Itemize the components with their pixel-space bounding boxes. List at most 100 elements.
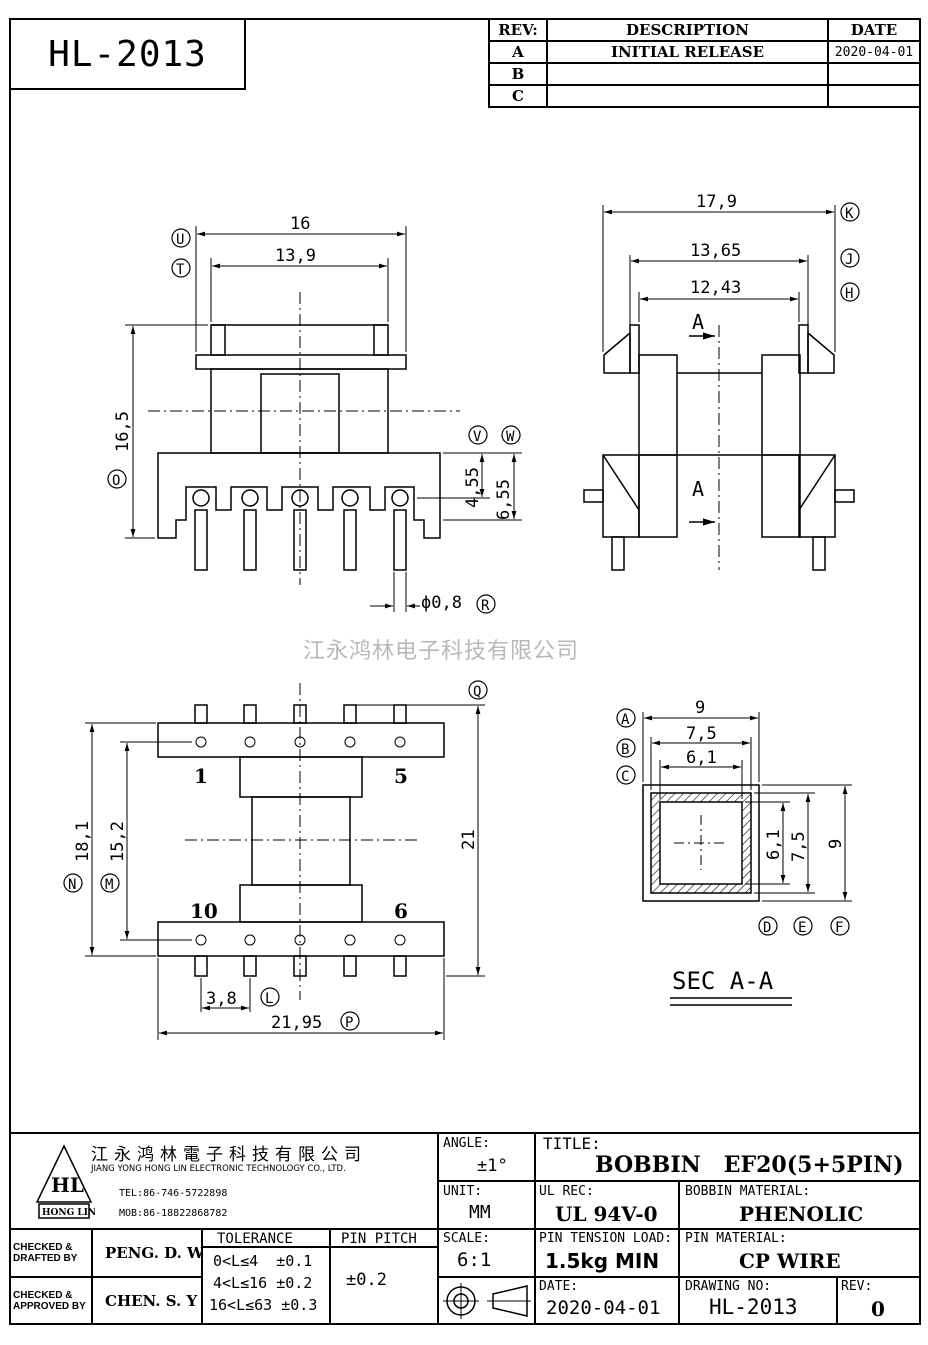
dim-16: 16 xyxy=(290,214,310,234)
section-mark-top: A xyxy=(692,310,704,334)
pin-holes xyxy=(192,489,409,507)
date-value: 2020-04-01 xyxy=(546,1297,661,1319)
date-label: DATE: xyxy=(539,1279,579,1294)
bottom-pins-top xyxy=(194,704,407,724)
dim-21: 21 xyxy=(459,830,479,850)
dim-15-2: 15,2 xyxy=(108,821,128,862)
sec-dim-h-6-1: 6,1 xyxy=(764,829,784,860)
title-block: HL HONG LIN 江永鸿林電子科技有限公司 JIANG YONG HONG… xyxy=(9,1132,921,1325)
sec-dim-h-9: 9 xyxy=(826,839,846,849)
rev-label: REV: xyxy=(841,1279,873,1294)
pin-label-10: 10 xyxy=(190,899,218,923)
pin-label-6: 6 xyxy=(394,899,408,923)
pin xyxy=(393,509,407,571)
bottom-pin-holes xyxy=(195,736,406,946)
ul-label: UL REC: xyxy=(539,1184,594,1199)
front-view: 16 13,9 16,5 4,55 6,55 ϕ0,8 U T O V W R xyxy=(107,214,522,614)
marker-w: W xyxy=(506,429,515,445)
logo-icon: HL HONG LIN xyxy=(35,1144,95,1219)
dim-3-8: 3,8 xyxy=(206,989,237,1009)
sec-dim-7-5: 7,5 xyxy=(686,724,717,744)
tolerance-row-3: 16<L≤63 ±0.3 xyxy=(209,1296,318,1314)
rev-cell: B xyxy=(488,62,548,86)
scale-label: SCALE: xyxy=(443,1231,490,1246)
revision-row: B xyxy=(488,62,921,86)
marker-a: A xyxy=(621,712,630,728)
marker-c: C xyxy=(621,769,629,785)
description-cell xyxy=(546,84,829,108)
dim-pin-dia: ϕ0,8 xyxy=(421,593,462,613)
marker-j: J xyxy=(845,252,853,268)
company-name-cn: 江永鸿林電子科技有限公司 xyxy=(91,1145,367,1165)
dim-12-43: 12,43 xyxy=(690,278,741,298)
pin-hole xyxy=(192,489,210,507)
revision-row: C xyxy=(488,84,921,108)
pin xyxy=(194,509,208,571)
company-mob: MOB:86-18822868782 xyxy=(119,1208,228,1219)
marker-v: V xyxy=(473,429,482,445)
marker-b: B xyxy=(621,742,629,758)
section-mark-bottom: A xyxy=(692,477,704,501)
flange-left-top xyxy=(603,331,631,374)
pin-pitch-label: PIN PITCH xyxy=(341,1231,417,1247)
description-cell: INITIAL RELEASE xyxy=(546,40,829,64)
dim-13-9: 13,9 xyxy=(275,246,316,266)
sec-dim-h-7-5: 7,5 xyxy=(789,831,809,862)
drawing-number-box: HL-2013 xyxy=(9,18,246,90)
pin xyxy=(343,509,357,571)
unit-label: UNIT: xyxy=(443,1184,483,1199)
marker-f: F xyxy=(835,920,843,936)
top-flange-tab-right xyxy=(373,324,389,356)
marker-r: R xyxy=(481,598,490,614)
dim-4-55: 4,55 xyxy=(463,467,483,508)
flange-right-top xyxy=(807,331,835,374)
pin-tension-label: PIN TENSION LOAD: xyxy=(539,1231,673,1246)
dim-13-65: 13,65 xyxy=(690,241,741,261)
pin-hole xyxy=(341,489,359,507)
tolerance-row-1: 0<L≤4 ±0.1 xyxy=(213,1252,313,1270)
bottom-markers: Q N M L P xyxy=(63,680,488,1031)
watermark: 江永鸿林电子科技有限公司 xyxy=(303,639,580,664)
front-markers: U T O V W R xyxy=(107,228,521,614)
pin-label-1: 1 xyxy=(194,764,208,788)
marker-n: N xyxy=(68,877,76,893)
approved-label: CHECKED & APPROVED BY xyxy=(13,1290,86,1312)
company-name-en: JIANG YONG HONG LIN ELECTRONIC TECHNOLOG… xyxy=(91,1164,346,1174)
marker-k: K xyxy=(845,206,854,222)
date-header: DATE xyxy=(827,18,921,42)
drafted-label: CHECKED & DRAFTED BY xyxy=(13,1242,78,1264)
drawing-no-value: HL-2013 xyxy=(709,1295,798,1319)
revision-header-row: REV: DESCRIPTION DATE xyxy=(488,18,921,42)
logo-sub: HONG LIN xyxy=(42,1208,95,1218)
rev-cell xyxy=(836,1276,921,1325)
marker-o: O xyxy=(112,473,120,489)
title-value: BOBBIN EF20(5+5PIN) xyxy=(595,1152,904,1178)
top-flange xyxy=(195,354,407,370)
revision-row: A INITIAL RELEASE 2020-04-01 xyxy=(488,40,921,64)
top-flange-tab-left xyxy=(210,324,226,356)
pins xyxy=(194,509,407,571)
bottom-pins-bottom xyxy=(194,955,407,977)
bobbin-material-value: PHENOLIC xyxy=(739,1202,864,1226)
pin-tension-value: 1.5kg MIN xyxy=(545,1249,660,1273)
drafted-value: PENG. D. W xyxy=(105,1244,204,1262)
dim-6-55: 6,55 xyxy=(494,479,514,520)
sec-dim-9: 9 xyxy=(695,698,705,718)
pin-hole xyxy=(241,489,259,507)
pin-hole xyxy=(391,489,409,507)
company-logo: HL HONG LIN xyxy=(33,1142,95,1220)
date-cell xyxy=(827,84,921,108)
pin xyxy=(293,509,307,571)
bottom-view: 1 5 10 6 18,1 15,2 21 3,8 21,95 Q N M L … xyxy=(63,680,488,1040)
dim-17-9: 17,9 xyxy=(696,192,737,212)
side-view: A A 17,9 13,65 12,43 K J H xyxy=(583,192,860,571)
section-title: SEC A-A xyxy=(672,967,774,995)
marker-u: U xyxy=(176,232,184,248)
title-label: TITLE: xyxy=(543,1134,601,1153)
pin-label-5: 5 xyxy=(394,764,408,788)
rev-header: REV: xyxy=(488,18,548,42)
marker-t: T xyxy=(176,262,185,278)
description-cell xyxy=(546,62,829,86)
marker-h: H xyxy=(845,286,853,302)
